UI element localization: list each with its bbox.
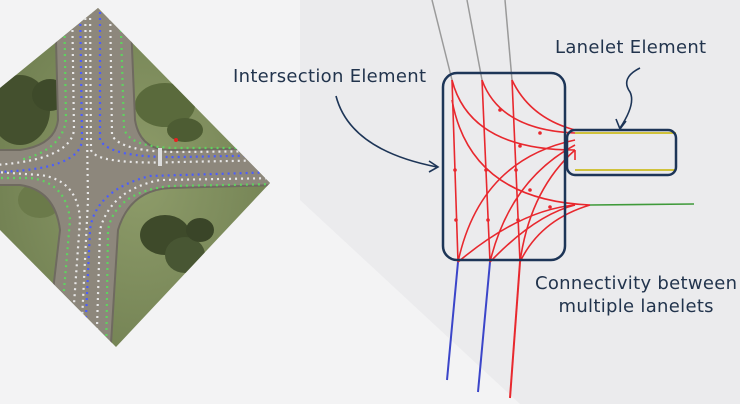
road-edges (0, 8, 270, 347)
direction-markers (453, 108, 552, 222)
bottom-lanelets (446, 261, 521, 399)
top-lanelets (431, 0, 513, 81)
light-diamond-panel (300, 0, 740, 404)
connectivity-label-line2: multiple lanelets (558, 296, 714, 317)
crosswalk-mark (158, 148, 162, 166)
right-lanelets (574, 132, 695, 206)
curved-pointer-arrow-intersection (335, 95, 440, 173)
curved-pointer-arrow-lanelet (615, 67, 641, 131)
intersection-element-box (441, 71, 567, 262)
lanelet-element-box (565, 128, 678, 177)
red-marker (174, 138, 178, 142)
intersection-connections (451, 79, 591, 263)
intersection-element-label: Intersection Element (233, 66, 427, 87)
lanelet-element-label: Lanelet Element (555, 37, 707, 58)
tree-clusters (0, 75, 214, 273)
connectivity-label-line1: Connectivity between (535, 273, 738, 294)
connectivity-label: Connectivity between multiple lanelets (535, 272, 737, 318)
roads (0, 8, 270, 347)
lane-markers (0, 8, 270, 347)
